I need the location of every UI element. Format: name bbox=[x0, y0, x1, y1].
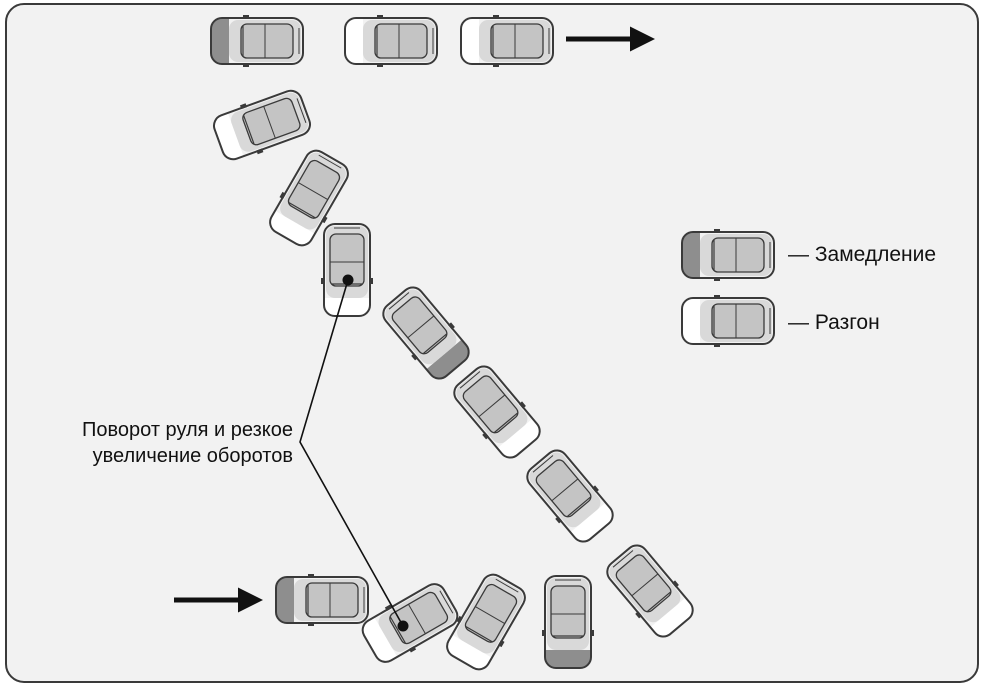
car-top-3 bbox=[460, 15, 554, 67]
car-bottom-3 bbox=[446, 573, 526, 671]
turn-point-marker bbox=[342, 274, 354, 286]
diagram-frame bbox=[5, 3, 979, 683]
car-diag-1 bbox=[382, 286, 470, 380]
legend-accel-car bbox=[681, 295, 775, 347]
car-diag-4 bbox=[606, 544, 694, 638]
car-bottom-2 bbox=[361, 583, 459, 663]
car-bottom-1 bbox=[275, 574, 369, 626]
cars-layer bbox=[210, 15, 694, 671]
car-turn-2 bbox=[269, 149, 349, 247]
annotation-line-1: Поворот руля и резкое bbox=[82, 419, 293, 441]
car-turn-3 bbox=[321, 223, 373, 317]
legend bbox=[681, 229, 775, 347]
car-top-1 bbox=[210, 15, 304, 67]
annotation-line-2: увеличение оборотов bbox=[93, 445, 293, 467]
car-bottom-4 bbox=[542, 575, 594, 669]
car-turn-1 bbox=[213, 89, 311, 161]
car-top-2 bbox=[344, 15, 438, 67]
legend-accel-label: — Разгон bbox=[788, 311, 880, 334]
legend-decel-label: — Замедление bbox=[788, 243, 936, 266]
legend-decel-car bbox=[681, 229, 775, 281]
throttle-point-marker bbox=[397, 620, 409, 632]
car-diag-2 bbox=[453, 365, 541, 459]
car-diag-3 bbox=[526, 449, 614, 543]
leader-line bbox=[299, 279, 404, 627]
